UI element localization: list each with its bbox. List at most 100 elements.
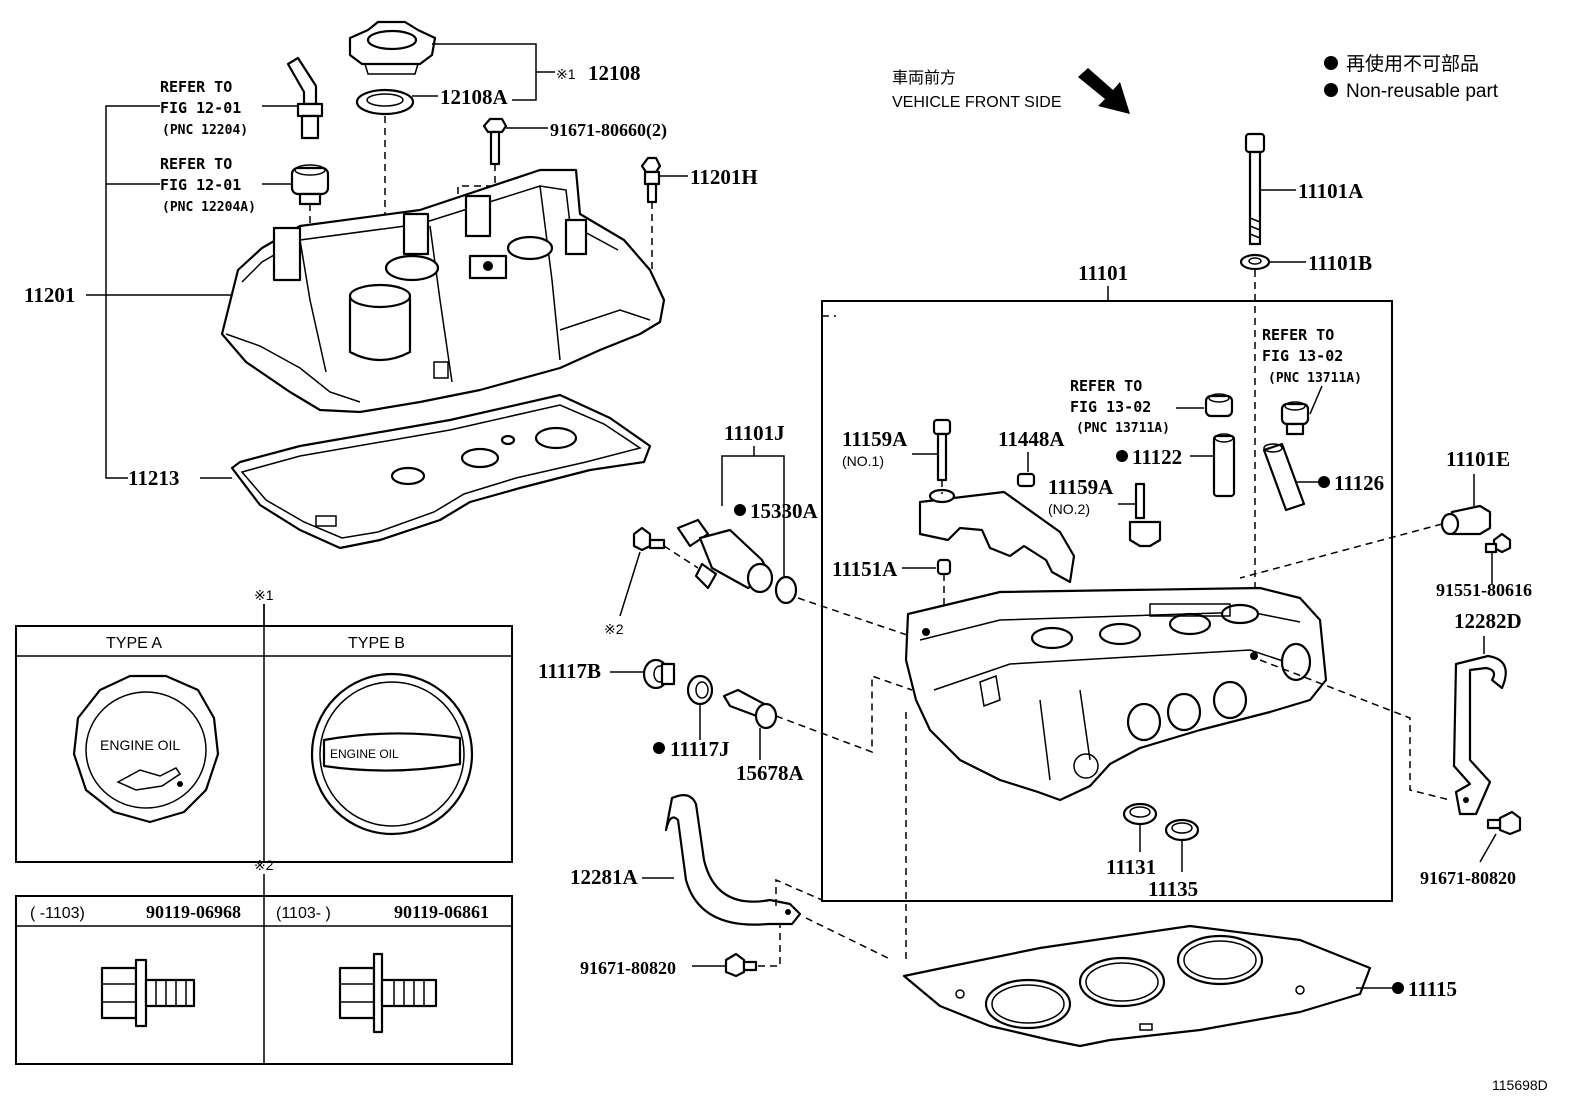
bolt-col1-part: 90119-06968 bbox=[146, 902, 241, 922]
refer3-pnc: (PNC 13711A) bbox=[1076, 421, 1170, 436]
valve-stem-seal-b bbox=[1280, 401, 1310, 436]
legend: 再使用不可部品 Non-reusable part bbox=[1324, 53, 1499, 102]
refer3-line1: REFER TO bbox=[1070, 377, 1142, 395]
label-11117J: 11117J bbox=[670, 737, 730, 761]
head-cover-gasket bbox=[230, 393, 652, 550]
refer1-line1: REFER TO bbox=[160, 78, 232, 96]
label-91671-80820-right: 91671-80820 bbox=[1420, 868, 1516, 888]
bolt-11201H bbox=[640, 156, 662, 204]
mark2-ocv-bolt: ※2 bbox=[604, 621, 624, 637]
washer-11101B bbox=[1239, 253, 1271, 271]
union-15678A bbox=[722, 688, 778, 730]
figure-id: 115698D bbox=[1492, 1077, 1548, 1093]
mark1-12108: ※1 bbox=[556, 66, 576, 82]
refer1-pnc: (PNC 12204) bbox=[162, 123, 248, 138]
vehicle-front-jp: 車両前方 bbox=[892, 69, 956, 87]
vehicle-front-en: VEHICLE FRONT SIDE bbox=[892, 94, 1062, 111]
gasket-11117J bbox=[686, 674, 714, 706]
oil-cap-a-text: ENGINE OIL bbox=[100, 737, 180, 753]
cylinder-head-gasket bbox=[902, 924, 1372, 1048]
label-11126: 11126 bbox=[1334, 471, 1384, 495]
label-11151A: 11151A bbox=[832, 557, 898, 581]
label-11159A-2: 11159A bbox=[1048, 475, 1114, 499]
label-11135: 11135 bbox=[1148, 877, 1198, 901]
label-11122: 11122 bbox=[1132, 445, 1182, 469]
label-12281A: 12281A bbox=[570, 865, 639, 889]
valve-guide-11122 bbox=[1212, 433, 1236, 498]
valve-stem-seal-a bbox=[1204, 393, 1234, 418]
bolt-col2-part: 90119-06861 bbox=[394, 902, 489, 922]
bolt-90119-06968 bbox=[100, 958, 196, 1028]
bolt-91671-80820-left bbox=[724, 952, 758, 978]
bolt-ocv bbox=[632, 526, 666, 552]
label-11213: 11213 bbox=[128, 466, 179, 490]
oil-control-valve bbox=[676, 518, 774, 594]
o-ring-15330A bbox=[774, 575, 798, 605]
bracket-12281A bbox=[664, 793, 802, 926]
camshaft-bearing-cap bbox=[918, 488, 1076, 584]
label-12282D: 12282D bbox=[1454, 609, 1522, 633]
cylinder-head bbox=[904, 586, 1328, 802]
label-11101B: 11101B bbox=[1308, 251, 1372, 275]
pcv-grommet bbox=[290, 164, 330, 206]
label-11201H: 11201H bbox=[690, 165, 758, 189]
bolt-table-mark: ※2 bbox=[254, 857, 274, 873]
label-11448A: 11448A bbox=[998, 427, 1065, 451]
bolt-col1-range: ( -1103) bbox=[30, 905, 85, 922]
oil-cap-gasket bbox=[355, 88, 415, 116]
cylinder-head-cover bbox=[220, 168, 666, 414]
label-11201: 11201 bbox=[24, 283, 75, 307]
refer2-line1: REFER TO bbox=[160, 155, 232, 173]
dowel-11448A bbox=[1016, 472, 1036, 488]
oil-cap-type-b: ENGINE OIL bbox=[310, 672, 474, 836]
label-11101A: 11101A bbox=[1298, 179, 1364, 203]
vehicle-front-arrow-icon bbox=[1078, 68, 1130, 114]
bearing-cap-small bbox=[1128, 520, 1162, 548]
oil-filler-cap bbox=[348, 20, 437, 75]
legend-en: Non-reusable part bbox=[1346, 81, 1499, 102]
valve-guide-11126 bbox=[1262, 442, 1306, 512]
oil-can-icon bbox=[116, 767, 182, 791]
legend-jp: 再使用不可部品 bbox=[1346, 53, 1479, 75]
label-15678A: 15678A bbox=[736, 761, 805, 785]
bolt-table: ( -1103) 90119-06968 (1103- ) 90119-0686… bbox=[15, 895, 513, 1065]
stud-11159A-no1 bbox=[932, 418, 952, 482]
dowel-11151A bbox=[936, 558, 952, 576]
bolt-91671-80660 bbox=[482, 117, 508, 166]
sensor-11101E bbox=[1440, 504, 1492, 536]
label-11131: 11131 bbox=[1106, 855, 1156, 879]
label-11159A-1: 11159A bbox=[842, 427, 908, 451]
bolt-91551-80616 bbox=[1484, 532, 1512, 554]
type-a-header: TYPE A bbox=[106, 635, 162, 652]
refer2-line2: FIG 12-01 bbox=[160, 176, 241, 194]
oil-cap-type-a: ENGINE OIL bbox=[72, 674, 220, 824]
label-15330A: 15330A bbox=[750, 499, 819, 523]
bolt-col2-range: (1103- ) bbox=[276, 905, 331, 922]
label-11101E: 11101E bbox=[1446, 447, 1510, 471]
refer4-line2: FIG 13-02 bbox=[1262, 347, 1343, 365]
label-11101: 11101 bbox=[1078, 261, 1128, 285]
type-table: TYPE A TYPE B ENGINE OIL ENGINE OIL bbox=[15, 604, 513, 863]
pcv-valve bbox=[286, 56, 324, 140]
plug-11117B bbox=[642, 658, 676, 690]
label-11115: 11115 bbox=[1408, 977, 1457, 1001]
oil-cap-b-text: ENGINE OIL bbox=[330, 747, 399, 761]
refer4-pnc: (PNC 13711A) bbox=[1268, 371, 1362, 386]
label-91551-80616: 91551-80616 bbox=[1436, 580, 1532, 600]
label-12108A: 12108A bbox=[440, 85, 509, 109]
type-b-header: TYPE B bbox=[348, 635, 405, 652]
label-11159A-2-sub: (NO.2) bbox=[1048, 501, 1090, 517]
refer1-line2: FIG 12-01 bbox=[160, 99, 241, 117]
refer3-line2: FIG 13-02 bbox=[1070, 398, 1151, 416]
head-bolt-11101A bbox=[1244, 132, 1266, 246]
bolt-91671-80820-right bbox=[1486, 810, 1522, 836]
label-11117B: 11117B bbox=[538, 659, 601, 683]
label-12108: 12108 bbox=[588, 61, 641, 85]
seal-11135 bbox=[1164, 818, 1200, 842]
vehicle-front-indicator: 車両前方 VEHICLE FRONT SIDE bbox=[892, 68, 1130, 114]
type-table-mark: ※1 bbox=[254, 587, 274, 603]
stud-11159A-no2 bbox=[1134, 482, 1146, 520]
label-91671-80660: 91671-80660(2) bbox=[550, 120, 667, 141]
label-11159A-1-sub: (NO.1) bbox=[842, 453, 884, 469]
